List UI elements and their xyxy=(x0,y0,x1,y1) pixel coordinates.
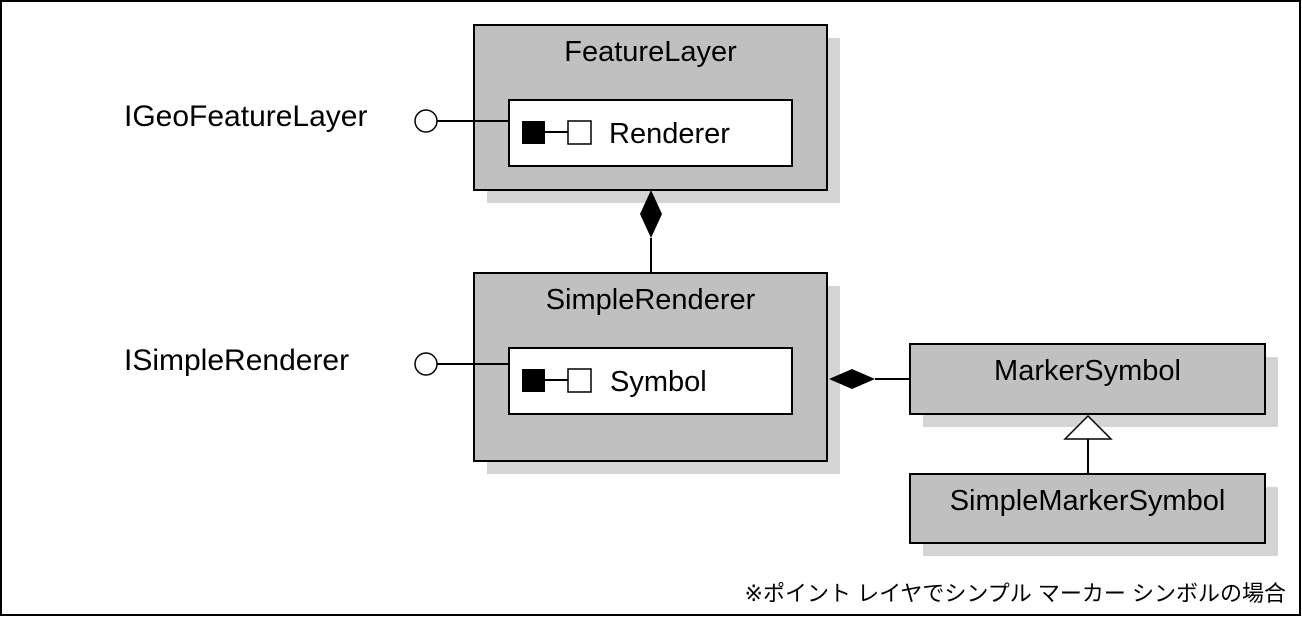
property-marker-icon xyxy=(522,120,592,145)
lollipop-interface-icon xyxy=(414,109,509,133)
class-box xyxy=(909,343,1266,415)
interface-igeofeaturelayer-label: IGeoFeatureLayer xyxy=(124,100,368,133)
class-feature-layer xyxy=(473,24,840,203)
class-simple-marker-symbol xyxy=(909,473,1278,556)
symbol-property-label: Symbol xyxy=(610,366,707,398)
simple-marker-symbol-title: SimpleMarkerSymbol xyxy=(949,485,1226,517)
class-box xyxy=(909,473,1266,544)
class-simple-renderer xyxy=(473,272,840,474)
composition-diamond-icon xyxy=(640,190,662,273)
inheritance-triangle-icon xyxy=(1063,414,1113,474)
renderer-property-label: Renderer xyxy=(609,118,730,150)
property-marker-icon xyxy=(522,368,592,393)
lollipop-interface-icon xyxy=(414,352,509,376)
feature-layer-title: FeatureLayer xyxy=(564,36,737,68)
simple-renderer-title: SimpleRenderer xyxy=(545,284,756,316)
footnote: ※ポイント レイヤでシンプル マーカー シンボルの場合 xyxy=(744,581,1286,606)
marker-symbol-title: MarkerSymbol xyxy=(994,355,1181,387)
composition-diamond-icon xyxy=(829,369,910,389)
class-marker-symbol xyxy=(909,343,1278,427)
interface-isimplerenderer-label: ISimpleRenderer xyxy=(124,344,350,377)
